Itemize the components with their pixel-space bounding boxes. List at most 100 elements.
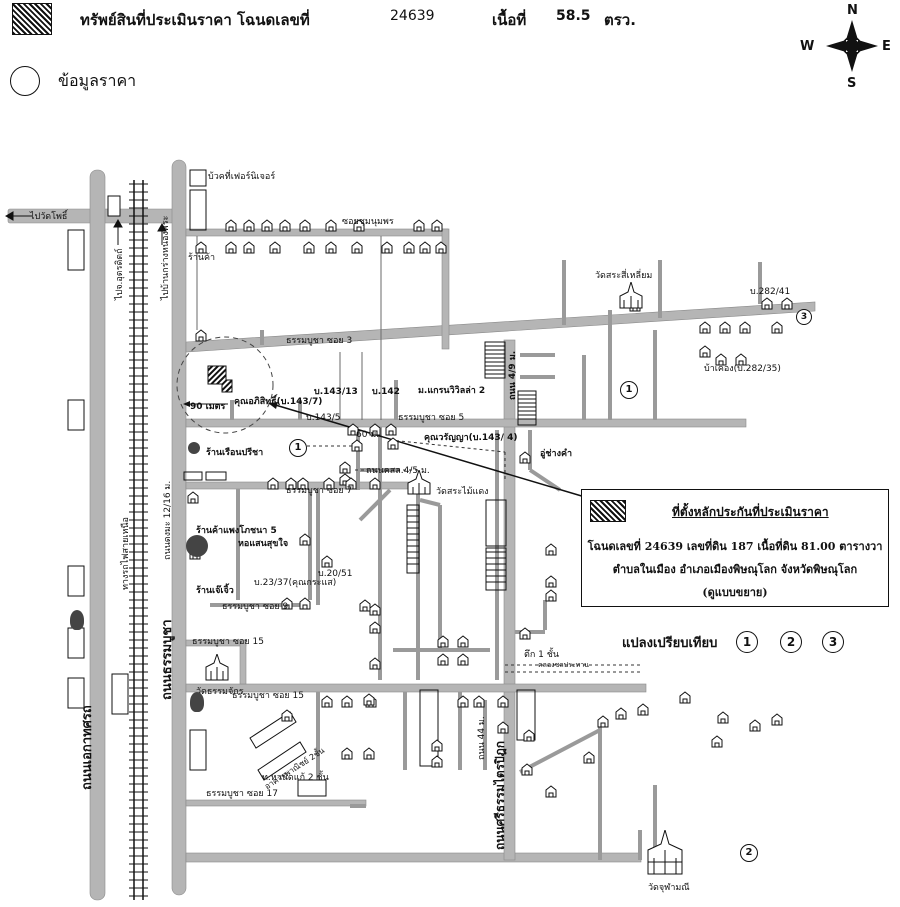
label-thamma-bucha: ถนนธรรมบูชา xyxy=(160,619,175,701)
legend-line-2: ตำบลในเมือง อำเภอเมืองพิษณุโลก จังหวัดพิ… xyxy=(612,563,858,576)
house-icon xyxy=(353,219,365,232)
label-khun-wanya: คุณวรัญญา(บ.143/ 4) xyxy=(424,433,518,443)
house-icon xyxy=(615,707,627,720)
house-icon xyxy=(699,345,711,358)
temple-icon xyxy=(640,828,690,876)
house-icon xyxy=(195,329,207,342)
house-icon xyxy=(323,477,335,490)
label-road-44: ถนน 44 ม. xyxy=(477,716,487,760)
house-icon xyxy=(435,241,447,254)
compass-e: E xyxy=(882,39,891,54)
label-wat-sra-si: วัดสระสี่เหลี่ยม xyxy=(595,271,653,281)
comparison-plot-3: 3 xyxy=(822,631,844,653)
label-soi17: ธรรมบูชา ซอย 17 xyxy=(206,789,278,799)
house-icon xyxy=(243,219,255,232)
subject-site-parcel xyxy=(207,365,233,393)
house-icon xyxy=(679,691,691,704)
house-icon xyxy=(369,603,381,616)
temple-icon xyxy=(202,652,232,682)
house-icon xyxy=(299,219,311,232)
house-icon xyxy=(351,241,363,254)
label-shop-kang: ร้านค้า xyxy=(188,253,216,263)
road-soi15 xyxy=(185,683,647,693)
house-icon xyxy=(321,695,333,708)
label-soi3: ธรรมบูชา ซอย 3 xyxy=(286,336,353,346)
house-icon xyxy=(279,219,291,232)
house-icon xyxy=(497,721,509,734)
house-icon xyxy=(387,437,399,450)
legend-line-3: (ดูแบบขยาย) xyxy=(702,586,768,599)
house-icon xyxy=(403,241,415,254)
house-icon xyxy=(281,597,293,610)
house-icon xyxy=(261,219,273,232)
price-info-circle xyxy=(10,66,40,96)
house-icon xyxy=(351,439,363,452)
legend-line-1: โฉนดเลขที่ 24639 เลขที่ดิน 187 เนื้อที่ด… xyxy=(587,540,883,553)
road-soi5 xyxy=(185,418,747,428)
house-icon xyxy=(583,751,595,764)
marker-plot-2: 2 xyxy=(740,844,758,862)
house-icon xyxy=(719,321,731,334)
road-thamma-bucha xyxy=(171,159,187,896)
house-icon xyxy=(749,719,761,732)
house-icon xyxy=(347,423,359,436)
house-icon xyxy=(419,241,431,254)
house-icon xyxy=(739,321,751,334)
house-icon xyxy=(699,321,711,334)
house-icon xyxy=(431,739,443,752)
house-icon xyxy=(717,711,729,724)
house-icon xyxy=(521,763,533,776)
label-village: ม.แกรนวิวิลล่า 2 xyxy=(418,386,486,396)
label-b20-51: บ.20/51 xyxy=(318,569,353,579)
lotus-icon xyxy=(70,610,84,630)
house-icon xyxy=(711,735,723,748)
house-icon xyxy=(761,297,773,310)
house-icon xyxy=(771,713,783,726)
house-icon xyxy=(363,693,375,706)
house-icon xyxy=(545,785,557,798)
road-soi3 xyxy=(185,301,816,353)
label-b23-37: บ.23/37(คุณกระแส) xyxy=(254,578,337,588)
label-soi15b: ธรรมบูชา ซอย 15 xyxy=(232,691,304,701)
label-railway: ทางรถไฟสายเหนือ xyxy=(121,517,131,590)
house-icon xyxy=(735,353,747,366)
label-shop-3: หอแสนสุขใจ xyxy=(238,539,289,549)
label-wat-thamma-chak: วัดธรรมจักร xyxy=(196,687,244,697)
house-icon xyxy=(225,241,237,254)
label-road-4-9: ถนน 4/9 ม. xyxy=(508,350,518,400)
legend-hatch-swatch xyxy=(590,500,626,522)
house-icon xyxy=(497,695,509,708)
label-b142: บ.142 xyxy=(372,387,400,397)
compass-n: N xyxy=(847,3,858,18)
house-icon xyxy=(369,621,381,634)
house-icon xyxy=(243,241,255,254)
house-icon xyxy=(545,575,557,588)
house-icon xyxy=(341,695,353,708)
road-ek-highway xyxy=(89,169,106,901)
house-icon xyxy=(195,241,207,254)
house-icon xyxy=(339,461,351,474)
house-icon xyxy=(413,219,425,232)
label-soi15: ธรรมบูชา ซอย 15 xyxy=(192,637,264,647)
house-icon xyxy=(381,241,393,254)
label-b282-41: บ.282/41 xyxy=(750,287,791,297)
header-deed-number: 24639 xyxy=(390,8,435,24)
house-icon xyxy=(267,477,279,490)
label-to-utaradit: ไปจ.อุตรดิตถ์ xyxy=(115,248,125,300)
house-icon xyxy=(545,589,557,602)
label-soi5: ธรรมบูชา ซอย 5 xyxy=(398,413,465,423)
temple-icon xyxy=(614,280,648,310)
house-icon xyxy=(369,657,381,670)
label-b143-13: บ.143/13 xyxy=(314,387,358,397)
house-icon xyxy=(457,653,469,666)
house-icon xyxy=(225,219,237,232)
house-icon xyxy=(341,747,353,760)
label-soi9: ธรรมบูชา ซอย 9 xyxy=(222,602,289,612)
label-khun-kitti: คุณอภิสิทธิ์(บ.143/7) xyxy=(234,397,323,407)
house-icon xyxy=(771,321,783,334)
header-area-label: เนื้อที่ xyxy=(492,11,527,29)
label-tuk-1: ตึก 1 ชั้น xyxy=(524,650,560,660)
house-icon xyxy=(523,729,535,742)
road-srithammatrai xyxy=(503,339,516,861)
marker-plot-3: 3 xyxy=(796,309,812,325)
